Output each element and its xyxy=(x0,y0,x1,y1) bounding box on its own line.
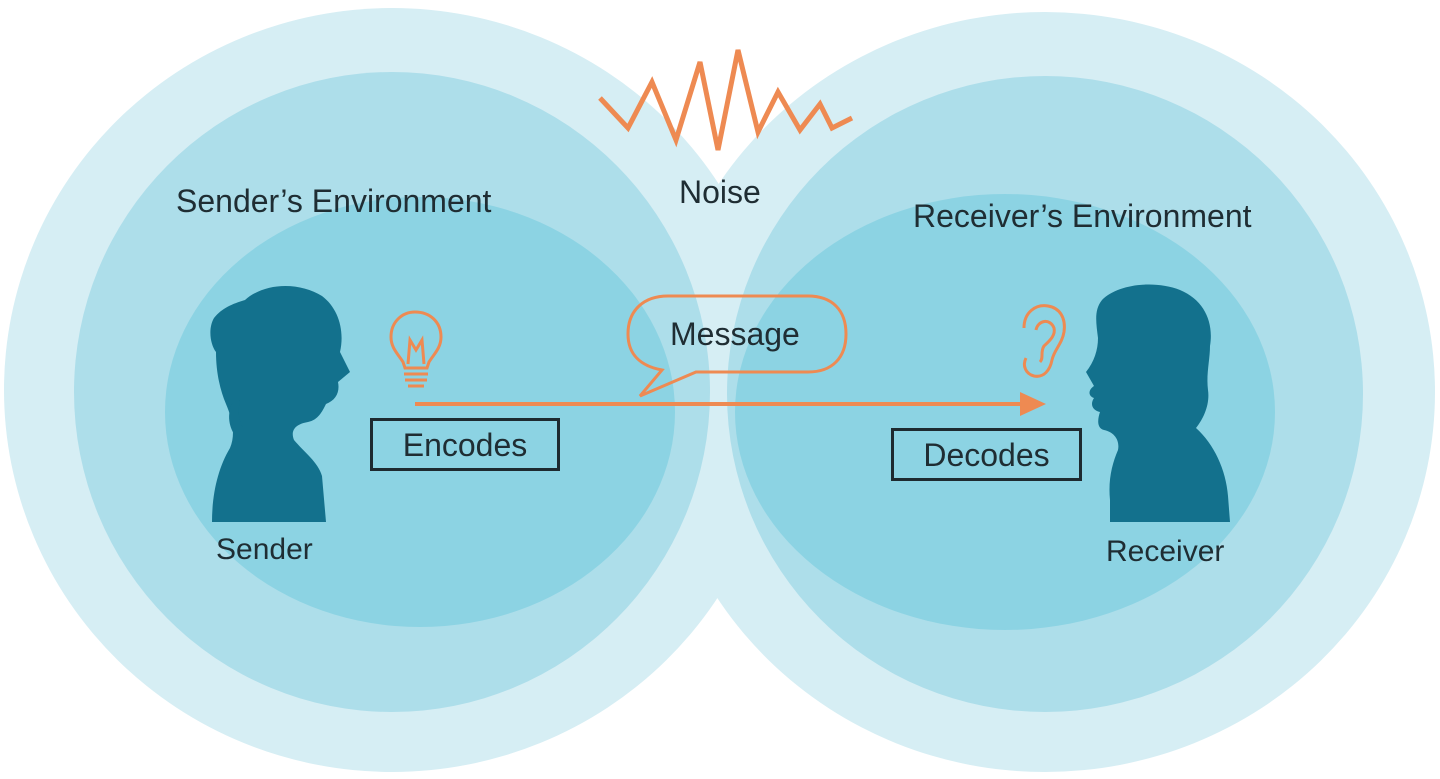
decodes-label: Decodes xyxy=(923,436,1050,473)
speech-bubble-icon xyxy=(626,294,848,398)
noise-label: Noise xyxy=(679,174,761,210)
encodes-box: Encodes xyxy=(370,418,560,471)
receiver-silhouette xyxy=(1086,284,1230,522)
lightbulb-icon xyxy=(389,310,443,388)
sender-hair-detail xyxy=(229,400,244,438)
ear-icon xyxy=(1022,304,1066,378)
sender-label: Sender xyxy=(216,533,313,566)
sender-environment-label: Sender’s Environment xyxy=(176,183,492,219)
receiver-environment-label: Receiver’s Environment xyxy=(913,198,1252,234)
message-label: Message xyxy=(670,316,800,352)
decodes-box: Decodes xyxy=(891,428,1082,481)
message-arrow xyxy=(415,392,1046,416)
zigzag-noise-icon xyxy=(598,49,854,151)
sender-silhouette xyxy=(210,285,350,522)
receiver-label: Receiver xyxy=(1106,535,1225,568)
encodes-label: Encodes xyxy=(402,426,528,463)
